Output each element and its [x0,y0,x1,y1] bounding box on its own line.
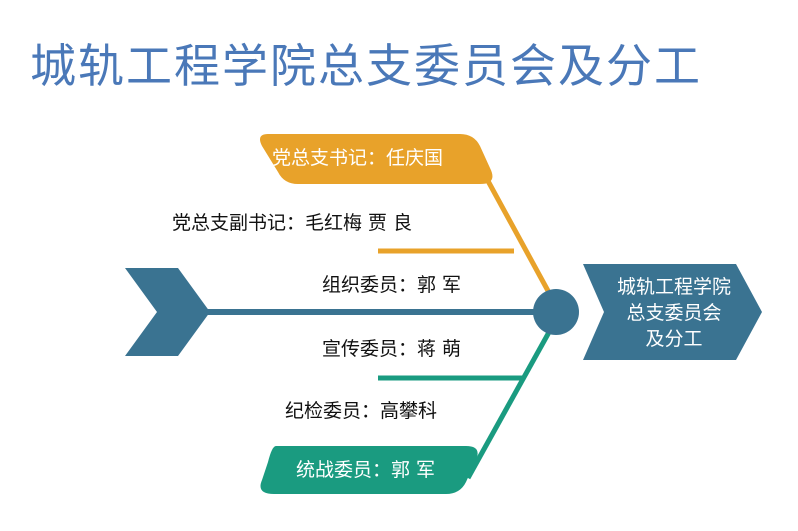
page-title: 城轨工程学院总支委员会及分工 [30,39,702,93]
joint-circle [533,289,579,335]
lower-diagonal-bone [465,323,556,480]
bottom-banner [260,446,478,494]
head-arrow [583,264,762,360]
tail-chevron [125,268,210,356]
bone-label-organization: 组织委员：郭 军 [322,274,462,296]
bone-label-deputy-secretary: 党总支副书记：毛红梅 贾 良 [172,212,413,234]
bone-label-united-front: 统战委员：郭 军 [296,459,436,481]
bone-label-secretary: 党总支书记：任庆国 [272,147,444,169]
bone-label-propaganda: 宣传委员：蒋 萌 [322,338,462,360]
top-banner [260,134,493,184]
head-label: 城轨工程学院 总支委员会 及分工 [616,276,731,350]
bone-label-discipline: 纪检委员：高攀科 [285,400,438,422]
